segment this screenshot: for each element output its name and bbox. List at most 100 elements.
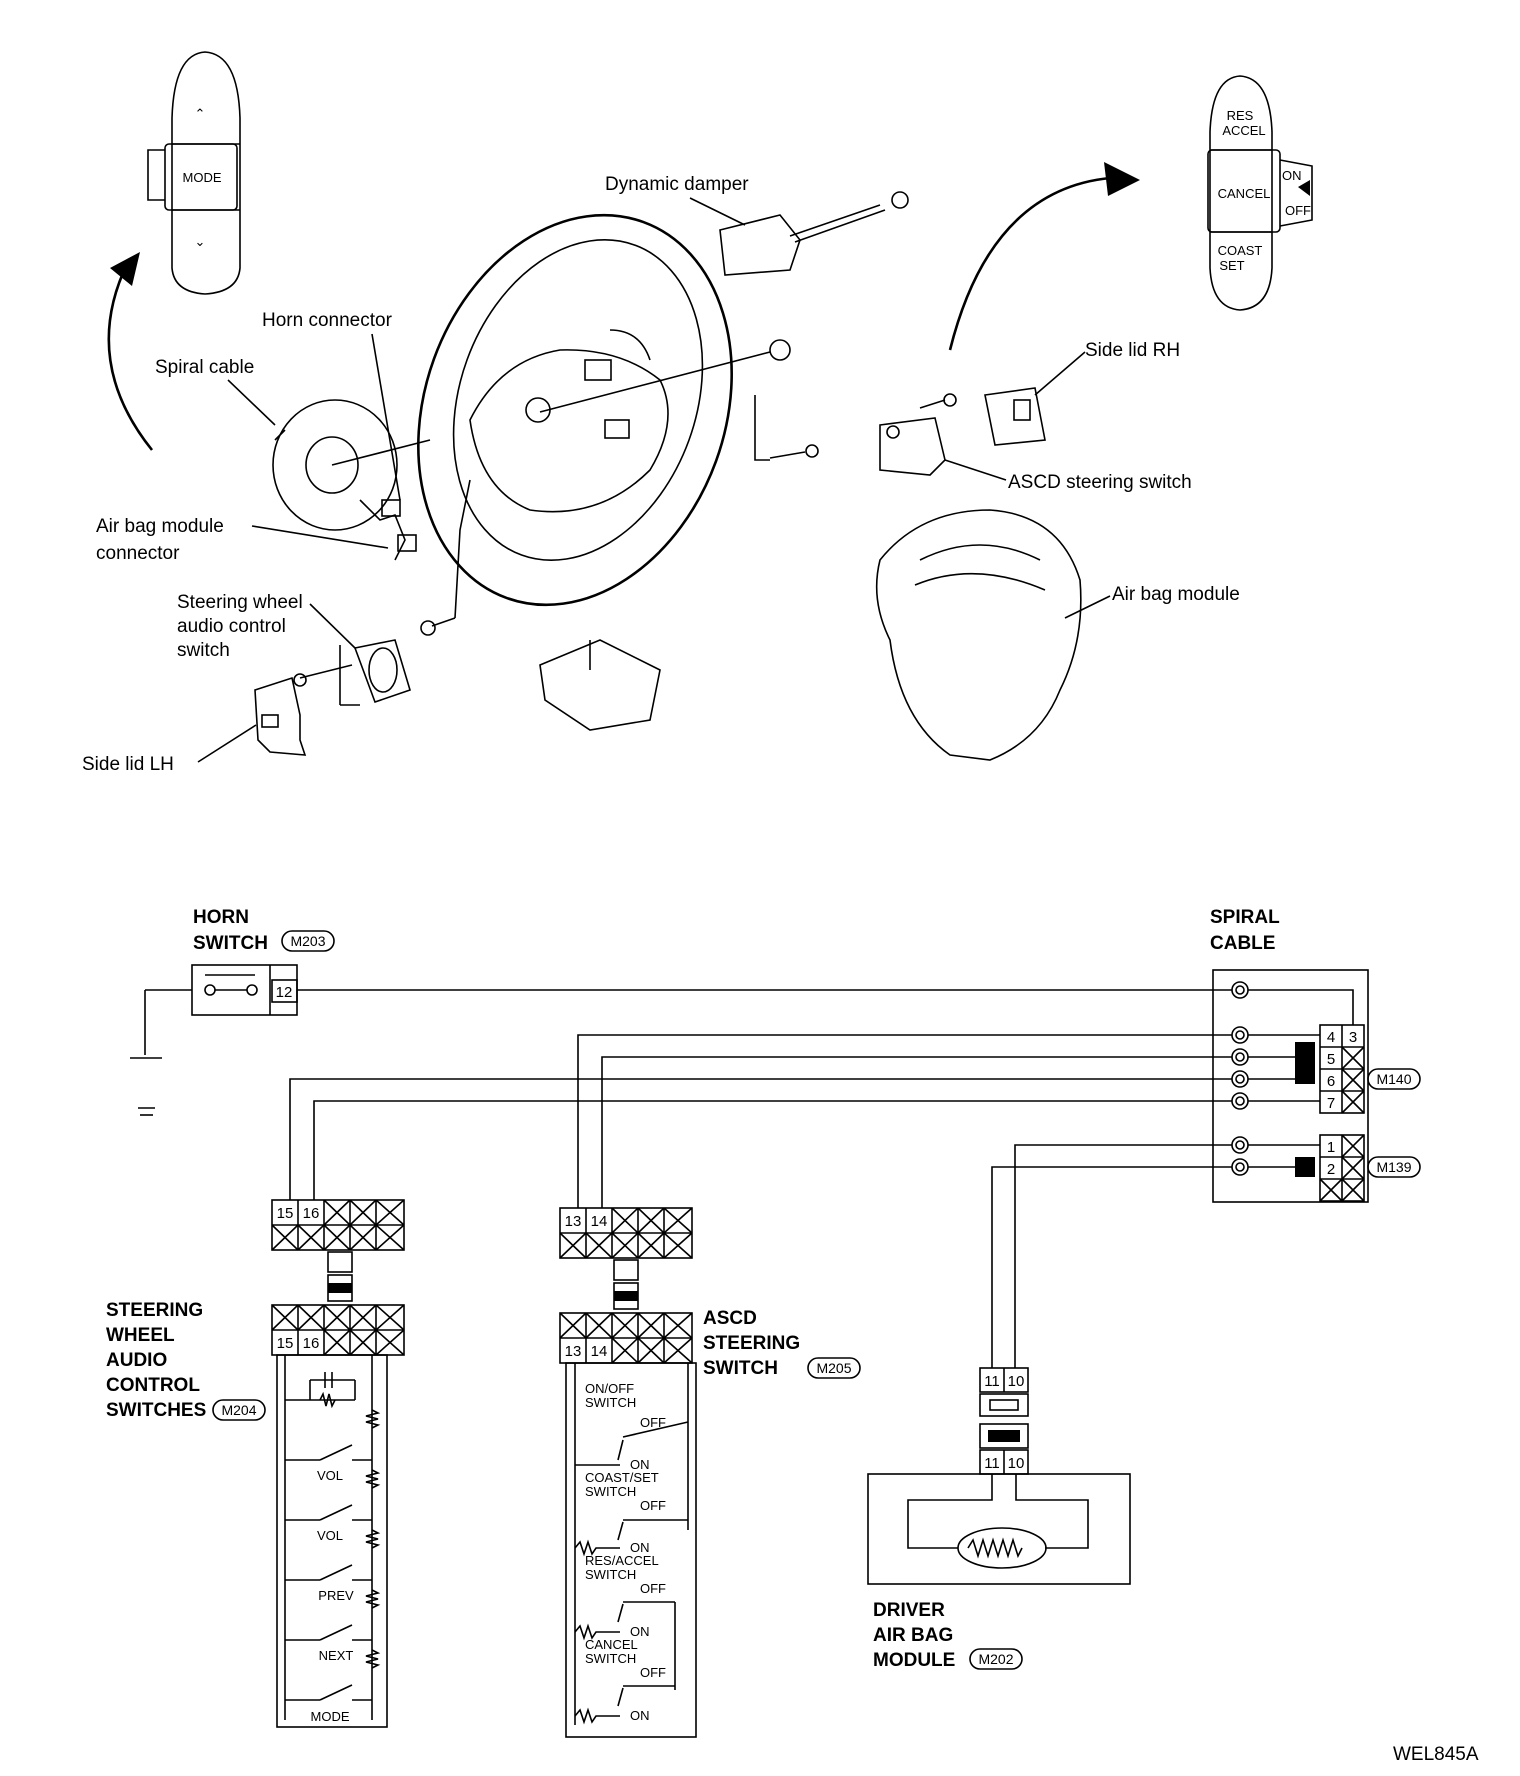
audio-switches-label-2: WHEEL: [106, 1325, 175, 1346]
svg-text:6: 6: [1327, 1073, 1335, 1090]
bolt-right: [769, 444, 819, 459]
svg-text:M205: M205: [816, 1360, 851, 1376]
side-lid-lh: [254, 676, 307, 756]
air-bag-connector-label-1: Air bag module: [96, 516, 224, 537]
dynamic-damper-label: Dynamic damper: [605, 174, 749, 195]
svg-text:M140: M140: [1376, 1071, 1411, 1087]
asc-steering-switch: [879, 393, 957, 476]
asc-switch-label-1: ASCD: [703, 1308, 757, 1329]
svg-text:COAST/SET: COAST/SET: [585, 1470, 659, 1485]
svg-text:OFF: OFF: [640, 1415, 666, 1430]
audio-mating-plug: [327, 1251, 353, 1302]
set-label: SET: [1219, 258, 1244, 273]
airbag-module-connector: 11 10: [979, 1423, 1029, 1475]
bolt-lower: [420, 479, 471, 636]
svg-text:SWITCH: SWITCH: [585, 1567, 636, 1582]
svg-text:OFF: OFF: [640, 1581, 666, 1596]
svg-text:MODE: MODE: [311, 1709, 350, 1724]
svg-text:14: 14: [591, 1213, 608, 1230]
steering-nut: [769, 339, 791, 361]
horn-switch-label-2: SWITCH: [193, 933, 268, 954]
svg-text:NEXT: NEXT: [319, 1648, 354, 1663]
svg-text:ON/OFF: ON/OFF: [585, 1381, 634, 1396]
up-arrow-icon: ⌃: [195, 106, 206, 121]
cancel-label: CANCEL: [1218, 186, 1271, 201]
audio-switches-label-5: SWITCHES: [106, 1400, 206, 1421]
driver-airbag-label-3: MODULE: [873, 1650, 955, 1671]
air-bag-module-label: Air bag module: [1112, 584, 1240, 605]
dynamic-damper: [719, 191, 909, 276]
audio-switch-label-2: audio control: [177, 616, 286, 637]
asc-switch-pad: RES ACCEL CANCEL ON OFF COAST SET: [1207, 75, 1313, 311]
svg-text:M202: M202: [978, 1651, 1013, 1667]
side-lid-rh: [984, 387, 1046, 446]
steering-wheel: [417, 213, 733, 607]
svg-text:11: 11: [984, 1455, 1000, 1472]
spiral-connector-m139-tag: M139: [1367, 1156, 1421, 1178]
left-triangle-icon: [1298, 180, 1310, 196]
left-curved-arrow: [107, 261, 154, 451]
horn-pin-label: 12: [276, 984, 293, 1001]
svg-text:16: 16: [303, 1205, 320, 1222]
svg-text:RES/ACCEL: RES/ACCEL: [585, 1553, 659, 1568]
audio-harness-connector: 15 16: [271, 1199, 405, 1251]
side-lid-rh-label: Side lid RH: [1085, 340, 1180, 361]
svg-text:SWITCH: SWITCH: [585, 1484, 636, 1499]
svg-text:2: 2: [1327, 1161, 1335, 1178]
horn-connector-label: Horn connector: [262, 310, 393, 331]
driver-airbag-module-box: [867, 1473, 1131, 1585]
air-bag-connector-label-2: connector: [96, 543, 180, 564]
asc-switch-ladder: ON/OFF SWITCH OFF ON COAST/SET SWITCH OF…: [565, 1362, 697, 1738]
airbag-wire-10: [991, 1166, 1232, 1368]
svg-text:SWITCH: SWITCH: [585, 1651, 636, 1666]
asc-steering-switch-label: ASCD steering switch: [1008, 472, 1192, 493]
svg-text:16: 16: [303, 1335, 320, 1352]
svg-text:PREV: PREV: [318, 1588, 354, 1603]
audio-wire-16: [313, 1100, 1232, 1200]
right-arrowhead: [1104, 162, 1140, 196]
audio-switches-label-4: CONTROL: [106, 1375, 200, 1396]
spiral-cable-label-2: CABLE: [1210, 933, 1275, 954]
side-lid-lh-label: Side lid LH: [82, 754, 174, 775]
asc-switch-label-2: STEERING: [703, 1333, 800, 1354]
driver-airbag-label-1: DRIVER: [873, 1600, 945, 1621]
svg-text:10: 10: [1008, 1455, 1025, 1472]
horn-switch-connector-tag: M203: [281, 930, 335, 952]
svg-text:14: 14: [591, 1343, 608, 1360]
svg-text:5: 5: [1327, 1051, 1335, 1068]
svg-text:M204: M204: [221, 1402, 256, 1418]
figure-id: WEL845A: [1393, 1744, 1479, 1765]
down-arrow-icon: ⌄: [195, 234, 206, 249]
audio-wire-15: [289, 1078, 1232, 1200]
right-curved-arrow: [948, 176, 1111, 351]
svg-text:SWITCH: SWITCH: [585, 1395, 636, 1410]
horn-switch-label-1: HORN: [193, 907, 249, 928]
svg-text:ON: ON: [630, 1540, 650, 1555]
spiral-cable-label-1: SPIRAL: [1210, 907, 1280, 928]
svg-text:3: 3: [1349, 1029, 1357, 1046]
asc-switch-label-3: SWITCH: [703, 1358, 778, 1379]
air-bag-module: [875, 509, 1082, 761]
asc-wire-14: [601, 1056, 1232, 1208]
lower-cover: [539, 639, 661, 731]
svg-text:OFF: OFF: [640, 1665, 666, 1680]
svg-text:11: 11: [984, 1373, 1000, 1390]
svg-text:ON: ON: [630, 1457, 650, 1472]
audio-switch-pad: ⌃ ⌄ MODE: [147, 51, 241, 295]
res-label: RES: [1227, 108, 1254, 123]
spiral-cable: [272, 399, 417, 561]
audio-switch-label-3: switch: [177, 640, 230, 661]
spiral-cable-label: Spiral cable: [155, 357, 254, 378]
svg-text:4: 4: [1327, 1029, 1335, 1046]
coast-label: COAST: [1218, 243, 1263, 258]
spiral-connector-m139: 1 2: [1295, 1134, 1365, 1202]
airbag-wire-11: [1014, 1144, 1232, 1368]
steering-wheel-audio-control-switch: [293, 639, 411, 706]
audio-connector-tag: M204: [212, 1399, 266, 1421]
svg-text:VOL: VOL: [317, 1468, 343, 1483]
audio-switch-label-1: Steering wheel: [177, 592, 303, 613]
svg-text:1: 1: [1327, 1139, 1335, 1156]
svg-text:10: 10: [1008, 1373, 1025, 1390]
spiral-terminals: [1231, 981, 1249, 1176]
